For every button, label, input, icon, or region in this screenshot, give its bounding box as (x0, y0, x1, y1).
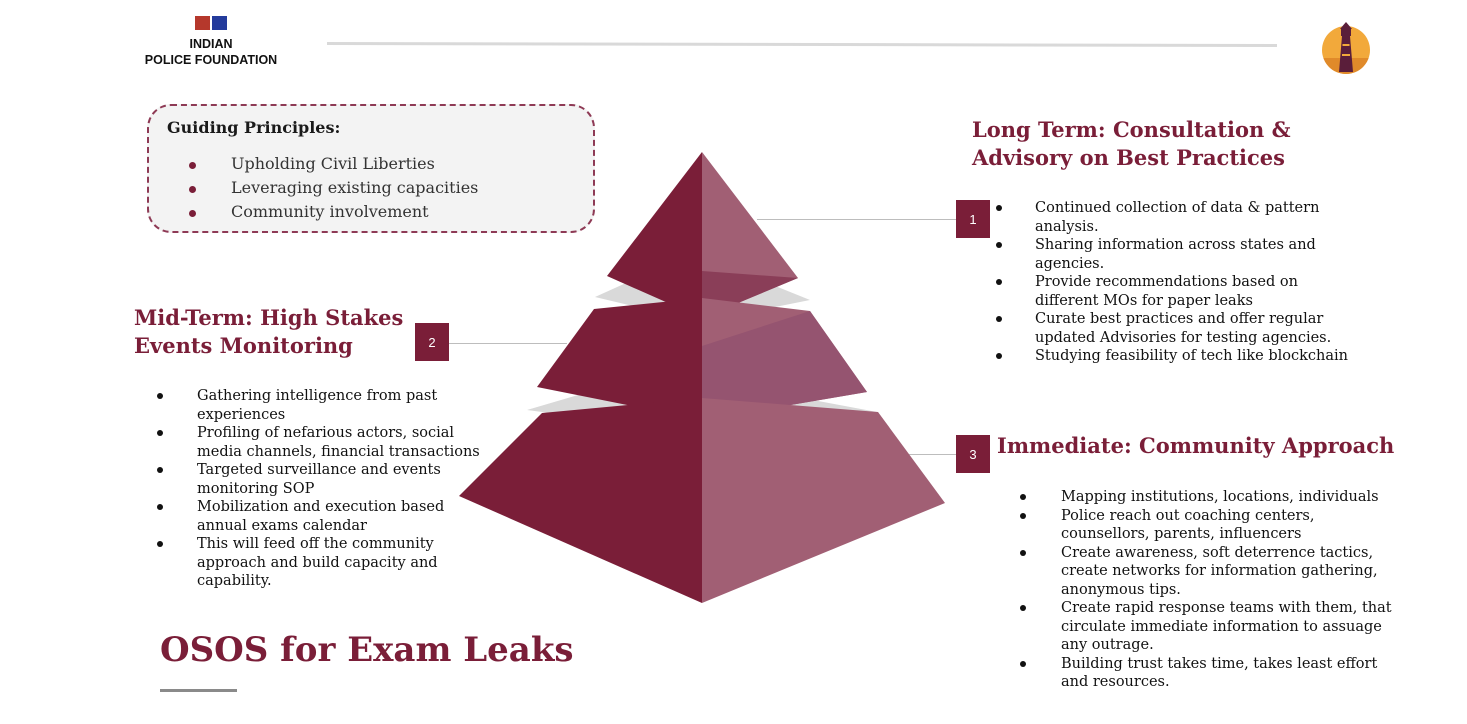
immediate-list: Mapping institutions, locations, individ… (1020, 488, 1400, 692)
list-item: Provide recommendations based on differe… (996, 273, 1356, 310)
connector-line-1 (757, 219, 956, 220)
long-term-heading: Long Term: Consultation & Advisory on Be… (972, 117, 1291, 170)
list-item: Sharing information across states and ag… (996, 236, 1356, 273)
connector-line-3 (881, 454, 956, 455)
list-item: Create rapid response teams with them, t… (1020, 599, 1400, 655)
list-item: Curate best practices and offer regular … (996, 310, 1356, 347)
immediate-heading: Immediate: Community Approach (997, 433, 1395, 458)
logo-text: INDIAN POLICE FOUNDATION (136, 36, 286, 68)
header-divider (326, 42, 1278, 47)
pyramid-tier-top-left (607, 152, 702, 318)
page-title: OSOS for Exam Leaks (160, 630, 574, 670)
list-item: Building trust takes time, takes least e… (1020, 655, 1400, 692)
principle-item: Leveraging existing capacities (185, 176, 478, 200)
guiding-principles-box: Guiding Principles: Upholding Civil Libe… (147, 104, 595, 233)
connector-line-2 (449, 343, 567, 344)
long-term-list: Continued collection of data & pattern a… (996, 199, 1356, 366)
list-item: Mobilization and execution based annual … (157, 498, 497, 535)
logo-squares (195, 16, 227, 30)
list-item: Create awareness, soft deterrence tactic… (1020, 544, 1400, 600)
title-underline (160, 689, 237, 692)
list-item: Studying feasibility of tech like blockc… (996, 347, 1356, 366)
logo-red-square (195, 16, 210, 30)
list-item: This will feed off the community approac… (157, 535, 497, 591)
pyramid-diagram (459, 152, 945, 603)
list-item: Targeted surveillance and events monitor… (157, 461, 497, 498)
tier-badge-2: 2 (415, 323, 449, 361)
principle-item: Community involvement (185, 200, 478, 224)
pyramid-tier-mid-left (537, 298, 702, 420)
list-item: Gathering intelligence from past experie… (157, 387, 497, 424)
lighthouse-icon (1322, 22, 1370, 74)
logo-blue-square (212, 16, 227, 30)
tier-badge-3: 3 (956, 435, 990, 473)
guiding-principles-title: Guiding Principles: (167, 118, 341, 137)
tier-badge-1: 1 (956, 200, 990, 238)
logo-line-1: INDIAN (189, 37, 233, 51)
principle-item: Upholding Civil Liberties (185, 152, 478, 176)
guiding-principles-list: Upholding Civil Liberties Leveraging exi… (185, 152, 478, 224)
list-item: Police reach out coaching centers, couns… (1020, 507, 1400, 544)
list-item: Mapping institutions, locations, individ… (1020, 488, 1400, 507)
pyramid-tier-mid-right-shade (702, 311, 867, 420)
pyramid-tier-bottom-right (702, 398, 945, 603)
mid-term-heading: Mid-Term: High Stakes Events Monitoring (134, 305, 404, 358)
mid-term-list: Gathering intelligence from past experie… (157, 387, 497, 591)
pyramid-tier-bottom-left (459, 398, 702, 603)
logo-line-2: POLICE FOUNDATION (144, 53, 278, 67)
list-item: Continued collection of data & pattern a… (996, 199, 1356, 236)
list-item: Profiling of nefarious actors, social me… (157, 424, 497, 461)
